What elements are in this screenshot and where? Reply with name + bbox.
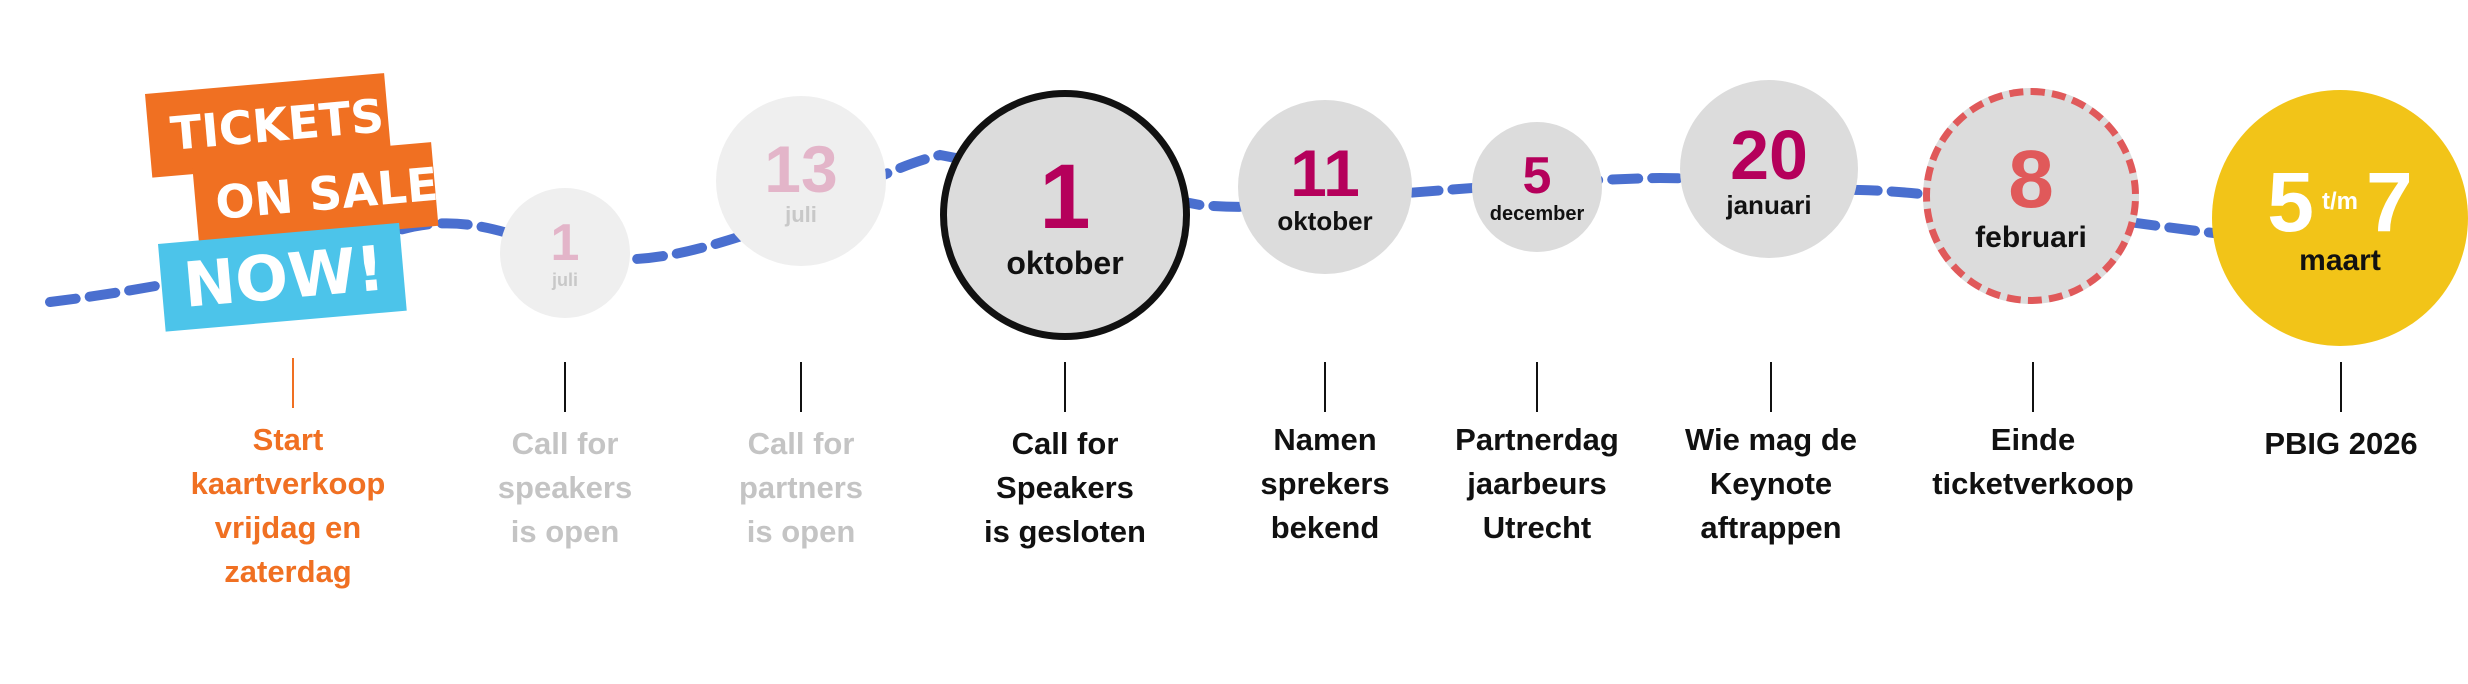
milestone-tick	[2340, 362, 2342, 412]
milestone-circle-13-juli: 13 juli	[716, 96, 886, 266]
milestone-label-call-for-speakers-gesloten: Call for Speakers is gesloten	[984, 426, 1146, 549]
milestone-circle-20-januari: 20 januari	[1680, 80, 1858, 258]
milestone-month: oktober	[1006, 245, 1124, 281]
milestone-day: 8	[2008, 134, 2054, 225]
milestone-label-call-for-speakers-open: Call for speakers is open	[497, 426, 633, 549]
milestone-tick	[292, 358, 294, 408]
milestone-tick	[1064, 362, 1066, 412]
milestone-day-end: 7	[2366, 155, 2413, 249]
milestone-day: 5	[1522, 147, 1552, 205]
milestone-circle-8-februari: 8 februari	[1923, 88, 2139, 304]
milestone-circle-5-7-maart: 5 t/m 7 maart	[2212, 90, 2468, 346]
milestone-tick	[2032, 362, 2034, 412]
milestone-label-einde-ticketverkoop: Einde ticketverkoop	[1932, 422, 2134, 501]
milestone-range-separator: t/m	[2322, 188, 2358, 215]
milestone-day: 1	[550, 214, 580, 272]
milestone-month: oktober	[1277, 206, 1373, 236]
milestone-day: 11	[1290, 136, 1360, 210]
milestone-tick	[564, 362, 566, 412]
milestone-tick	[1770, 362, 1772, 412]
milestone-circle-1-oktober: 1 oktober	[940, 90, 1190, 340]
milestone-circle-11-oktober: 11 oktober	[1238, 100, 1412, 274]
milestone-tick	[1324, 362, 1326, 412]
milestone-label-keynote: Wie mag de Keynote aftrappen	[1685, 422, 1857, 545]
milestone-day: 13	[764, 132, 838, 206]
milestone-label-pbig-2026: PBIG 2026	[2264, 426, 2418, 461]
milestone-month: juli	[552, 270, 578, 290]
milestone-tick	[800, 362, 802, 412]
milestone-month: maart	[2299, 244, 2381, 277]
milestone-month: februari	[1975, 221, 2087, 254]
milestone-label-call-for-partners-open: Call for partners is open	[738, 426, 864, 549]
milestone-tick	[1536, 362, 1538, 412]
milestone-day: 1	[1039, 146, 1091, 248]
milestone-month: juli	[785, 202, 817, 227]
milestone-day-start: 5	[2267, 155, 2314, 249]
milestone-circle-1-juli: 1 juli	[500, 188, 630, 318]
milestone-label-partnerdag: Partnerdag jaarbeurs Utrecht	[1455, 422, 1619, 545]
milestone-circle-5-december: 5 december	[1472, 122, 1602, 252]
milestone-label-start-kaartverkoop: Start kaartverkoop vrijdag en zaterdag	[190, 422, 386, 589]
milestone-month: januari	[1726, 190, 1812, 220]
milestone-label-namen-sprekers: Namen sprekers bekend	[1260, 422, 1390, 545]
milestone-day: 20	[1730, 116, 1808, 194]
milestone-month: december	[1489, 203, 1585, 225]
